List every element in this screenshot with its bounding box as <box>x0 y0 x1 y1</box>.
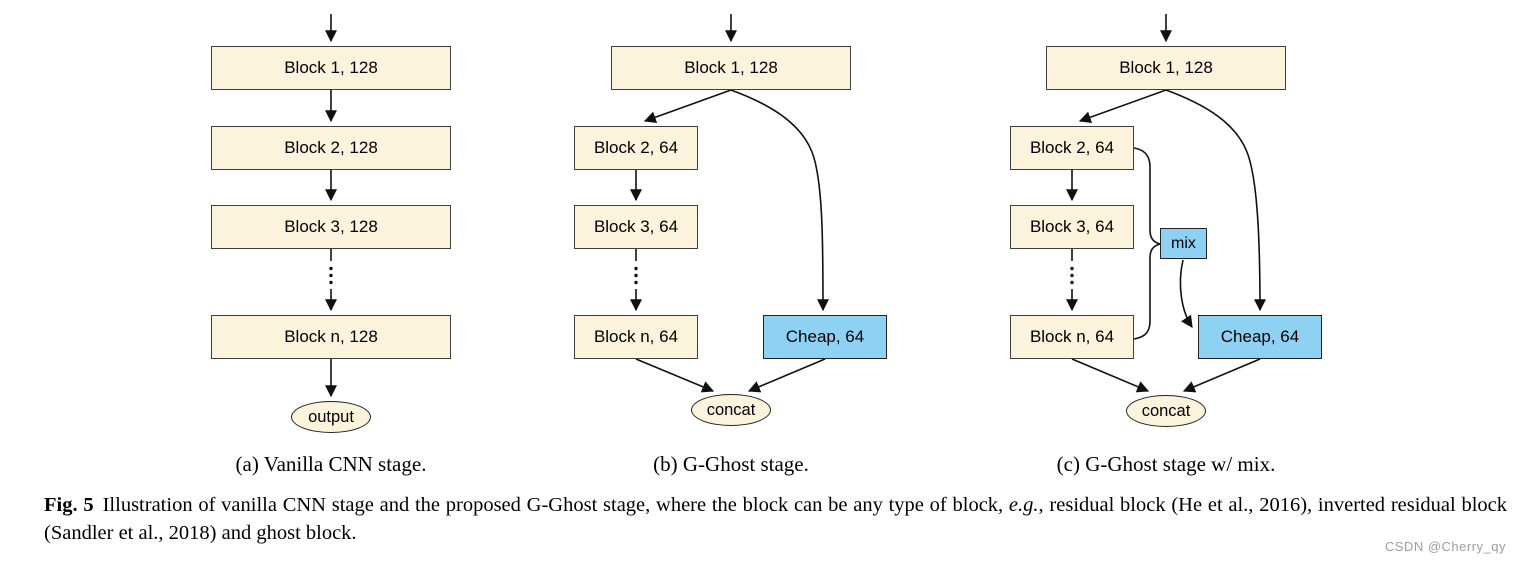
ellipsis-dot <box>634 280 638 285</box>
node-c-block2: Block 2, 64 <box>1010 126 1134 170</box>
node-b-blockn: Block n, 64 <box>574 315 698 359</box>
node-c-cheap: Cheap, 64 <box>1198 315 1322 359</box>
figure-caption-label: Fig. 5 <box>44 494 94 516</box>
ellipsis-dot <box>1070 273 1074 278</box>
node-c-blockn: Block n, 64 <box>1010 315 1134 359</box>
subcaption-a: (a) Vanilla CNN stage. <box>235 452 427 476</box>
node-a-block3: Block 3, 128 <box>211 205 451 249</box>
node-b-block1: Block 1, 128 <box>611 46 851 90</box>
ellipsis-dot <box>1070 280 1074 285</box>
figure-caption: Fig. 5 Illustration of vanilla CNN stage … <box>44 491 1507 547</box>
node-b-block3: Block 3, 64 <box>574 205 698 249</box>
node-c-mix: mix <box>1160 228 1207 259</box>
subcaption-b: (b) G-Ghost stage. <box>653 452 809 476</box>
ellipsis-dot <box>634 273 638 278</box>
curve-c-b1-cheap <box>1165 89 1266 312</box>
arrow-c-b1-b2 <box>1078 89 1167 123</box>
arrow-b-cheap-concat <box>747 358 826 393</box>
arrow-b-bn-concat <box>635 358 715 393</box>
watermark: CSDN @Cherry_qy <box>1384 539 1506 554</box>
node-b-concat: concat <box>691 394 771 426</box>
panel-b-connectors <box>630 14 829 393</box>
ellipsis-dot <box>1070 266 1074 271</box>
arrow-b-b1-b2 <box>643 89 732 123</box>
brace-c-blocks-to-mix <box>1133 147 1163 340</box>
arrow-c-cheap-concat <box>1182 358 1261 393</box>
figure-caption-text-2: , residual block (He et al., 2016), inve… <box>44 494 1508 545</box>
node-b-cheap: Cheap, 64 <box>763 315 887 359</box>
node-a-blockn: Block n, 128 <box>211 315 451 359</box>
figure-caption-text-1: Illustration of vanilla CNN stage and th… <box>102 494 1009 516</box>
diagram-connectors <box>325 14 1266 398</box>
node-a-block1: Block 1, 128 <box>211 46 451 90</box>
node-c-block3: Block 3, 64 <box>1010 205 1134 249</box>
ellipsis-dot <box>329 273 333 278</box>
arrow-c-bn-concat <box>1071 358 1150 393</box>
node-a-output: output <box>291 401 371 433</box>
ellipsis-dot <box>329 266 333 271</box>
figure-caption-eg: e.g. <box>1008 494 1039 516</box>
panel-a-connectors <box>325 14 337 398</box>
node-a-block2: Block 2, 128 <box>211 126 451 170</box>
curve-b-b1-cheap <box>730 89 829 312</box>
ellipsis-dot <box>329 280 333 285</box>
ellipsis-dot <box>634 266 638 271</box>
panel-c-connectors <box>1066 14 1266 393</box>
node-c-block1: Block 1, 128 <box>1046 46 1286 90</box>
node-c-concat: concat <box>1126 395 1206 427</box>
subcaption-c: (c) G-Ghost stage w/ mix. <box>1056 452 1276 476</box>
node-b-block2: Block 2, 64 <box>574 126 698 170</box>
curve-c-mix-cheap <box>1179 259 1193 328</box>
